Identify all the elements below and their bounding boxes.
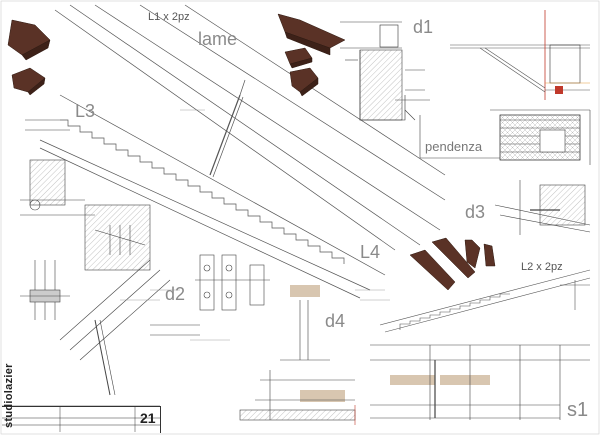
label-d4: d4 — [325, 311, 346, 331]
plan-view-right — [490, 109, 591, 165]
title-block — [2, 406, 161, 433]
label-l1: L1 x 2pz — [148, 11, 190, 23]
label-d1: d1 — [413, 17, 434, 37]
elevation-top-right — [450, 10, 590, 100]
brand-logo-text: studiolazier — [3, 363, 15, 428]
label-l2: L2 x 2pz — [521, 261, 563, 273]
label-d3: d3 — [465, 202, 486, 222]
dimension-marks — [120, 109, 390, 341]
detail-d4 — [239, 285, 356, 425]
label-d2: d2 — [165, 284, 186, 304]
detail-d1 — [340, 21, 430, 121]
sheet-number: 21 — [140, 410, 156, 426]
label-l3: L3 — [75, 101, 96, 121]
detail-d3 — [494, 180, 591, 235]
stair-stringer-main — [39, 4, 446, 299]
rust-piece-top-left — [7, 19, 51, 96]
section-s1 — [370, 344, 590, 420]
stair-stringer-l2 — [379, 269, 591, 333]
label-lame: lame — [198, 29, 238, 49]
label-l4: L4 — [360, 242, 381, 262]
rust-piece-top-center — [277, 13, 346, 97]
detail-left-bolts — [20, 259, 171, 396]
rust-piece-right — [409, 237, 496, 291]
label-pendenza: pendenza — [425, 139, 483, 154]
pendenza-frame — [419, 115, 500, 159]
detail-d2 — [150, 254, 270, 336]
label-s1: s1 — [567, 399, 589, 421]
detail-left-bracket — [20, 119, 151, 271]
